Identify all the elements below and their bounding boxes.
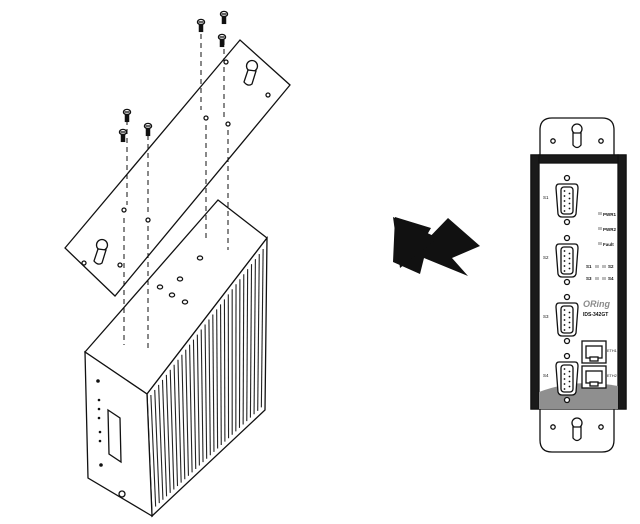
front-terminal-block: [107, 408, 122, 464]
port-led-s4: S4: [608, 276, 614, 281]
exploded-assembly: [64, 10, 291, 518]
serial-label-2: S2: [543, 255, 549, 260]
top-rail: [538, 154, 619, 164]
bottom-bracket-tab: [539, 404, 615, 453]
screws: [118, 10, 229, 143]
led-pwr1-label: PWR1: [603, 212, 616, 217]
alignment-lines: [123, 34, 229, 350]
brand-logo: ORing: [583, 299, 610, 309]
device-body: [84, 199, 268, 518]
ethernet-ports: ETH1 ETH2: [581, 340, 617, 389]
db9-port-4: [555, 352, 579, 404]
screw-icon: [196, 18, 206, 33]
top-face-holes: [156, 255, 204, 305]
screw-icon: [118, 128, 128, 143]
right-rail: [617, 154, 627, 410]
heatsink-fins: [150, 249, 264, 507]
keyhole-slot-bottom: [93, 238, 109, 265]
port-led-s1: S1: [586, 264, 592, 269]
right-arrow-icon: [393, 217, 480, 276]
left-rail: [530, 154, 540, 410]
serial-label-1: S1: [543, 195, 549, 200]
screw-icon: [122, 108, 132, 123]
db9-port-1: [555, 174, 579, 226]
mounting-bracket: [64, 39, 291, 297]
serial-label-3: S3: [543, 314, 549, 319]
led-pwr2-label: PWR2: [603, 227, 616, 232]
port-led-s3: S3: [586, 276, 592, 281]
serial-ports: [555, 174, 579, 404]
screw-icon: [143, 122, 153, 137]
front-indicators: [96, 379, 103, 467]
db9-port-2: [555, 234, 579, 286]
model-label: IDS-342GT: [583, 312, 608, 318]
eth2-label: ETH2: [607, 374, 617, 378]
port-led-s2: S2: [608, 264, 614, 269]
serial-label-4: S4: [543, 373, 549, 378]
mounted-device: S1 S2 S3 S4 PWR1 PWR2 Fault S1 S2 S3 S4 …: [530, 117, 627, 453]
led-fault-label: Fault: [603, 242, 614, 247]
serial-port-labels: S1 S2 S3 S4: [543, 195, 549, 378]
screw-icon: [219, 10, 229, 25]
db9-port-3: [555, 293, 579, 345]
front-screw-hole: [118, 490, 126, 498]
eth1-label: ETH1: [607, 349, 617, 353]
device-front-panel: [530, 154, 627, 410]
screw-icon: [217, 33, 227, 48]
led-indicators: PWR1 PWR2 Fault S1 S2 S3 S4: [586, 212, 616, 281]
top-bracket-tab: [539, 117, 615, 161]
keyhole-slot-top: [243, 59, 259, 86]
